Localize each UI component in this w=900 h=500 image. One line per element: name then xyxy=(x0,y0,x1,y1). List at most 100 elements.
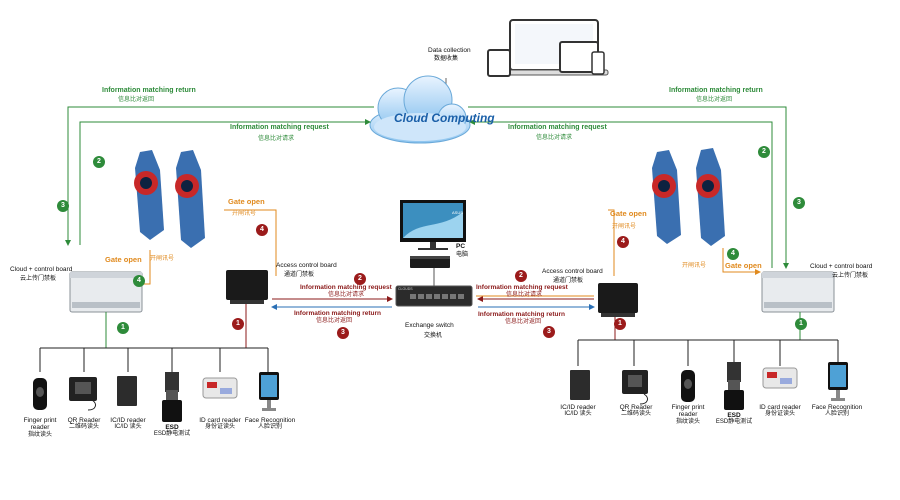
pc-label-cn: 电脑 xyxy=(456,252,469,258)
gate-open-right-top: Gate open xyxy=(610,209,647,218)
data-collection-devices xyxy=(487,19,609,77)
info-request-left-label-cn: 信息比对请求 xyxy=(258,136,295,142)
switch-brand: CLOUDS xyxy=(398,287,413,291)
device-label-left-5: Face Recognition 人脸识别 xyxy=(242,417,298,431)
switch-label-cn: 交换机 xyxy=(424,333,443,339)
step-badge-2-mid-right: 2 xyxy=(515,270,527,282)
access-board-right-label-cn: 通道门禁板 xyxy=(553,278,584,284)
access-board-right-label: Access control board xyxy=(542,268,603,275)
device-label-right-0: IC/ID reader IC/ID 读头 xyxy=(554,404,602,418)
turnstile-left xyxy=(134,150,205,248)
cloud-board-right-label-cn: 云上传门禁板 xyxy=(832,273,869,279)
step-badge-4-gold-left: 4 xyxy=(256,224,268,236)
gate-open-right-bottom: Gate open xyxy=(725,261,762,270)
id-card-reader-icon-right xyxy=(762,367,798,389)
info-request-right-label-cn: 信息比对请求 xyxy=(536,135,573,141)
cloud-board-left-label: Cloud + control board xyxy=(10,266,73,273)
fingerprint-reader-icon-right xyxy=(681,370,695,402)
face-recognition-icon-right xyxy=(828,362,848,401)
device-label-right-2: Finger print reader 指纹读头 xyxy=(662,404,714,426)
gate-open-left-top: Gate open xyxy=(228,197,265,206)
device-name-cn: 人脸识别 xyxy=(257,424,282,431)
device-name-cn: 二维码读头 xyxy=(68,424,99,431)
device-name: ESD xyxy=(727,412,741,419)
step-badge-3-left: 3 xyxy=(57,200,69,212)
monitor-brand: ASUS xyxy=(452,210,463,215)
cloud-board-left-label-cn: 云上传门禁板 xyxy=(20,276,57,282)
cloud-computing-text: Cloud Computing xyxy=(394,111,495,125)
device-name: Face Recognition xyxy=(244,417,296,424)
esd-tester-icon-left xyxy=(162,372,182,422)
device-label-left-0: Finger print reader 指纹读头 xyxy=(14,417,66,439)
device-bus-right xyxy=(577,339,839,366)
step-badge-1-left: 1 xyxy=(117,322,129,334)
device-name: ESD xyxy=(165,424,179,431)
step-badge-4-right: 4 xyxy=(727,248,739,260)
device-name: Face Recognition xyxy=(811,404,863,411)
device-name: IC/ID reader xyxy=(560,404,596,411)
gate-open-left-top-cn: 开闸讯号 xyxy=(232,211,257,217)
device-name-cn: IC/ID 读头 xyxy=(564,411,592,418)
gate-open-right-top-cn: 开闸讯号 xyxy=(612,224,637,230)
pc-box xyxy=(410,256,450,268)
step-badge-1-mid-right: 1 xyxy=(614,318,626,330)
device-label-left-1: QR Reader 二维码读头 xyxy=(60,417,108,431)
info-return-left-label: Information matching return xyxy=(102,87,196,94)
data-collection-label: Data collection xyxy=(428,47,471,54)
device-name: ID card reader xyxy=(199,417,241,424)
device-name: QR Reader xyxy=(67,417,101,424)
access-control-board-right xyxy=(598,283,638,317)
gate-open-left-bottom-cn: 开闸讯号 xyxy=(150,256,175,262)
access-board-left-label: Access control board xyxy=(276,262,337,269)
device-label-left-2: IC/ID reader IC/ID 读头 xyxy=(104,417,152,431)
access-board-left-label-cn: 通道门禁板 xyxy=(284,272,315,278)
switch-label: Exchange switch xyxy=(405,322,454,329)
mid-request-right: Information matching request xyxy=(476,284,568,291)
step-badge-1-right: 1 xyxy=(795,318,807,330)
step-badge-2-left: 2 xyxy=(93,156,105,168)
step-badge-4-left: 4 xyxy=(133,275,145,287)
device-link-lines xyxy=(105,304,801,348)
step-badge-3-right: 3 xyxy=(793,197,805,209)
device-name-cn: 身份证读头 xyxy=(204,424,235,431)
info-return-left-label-cn: 信息比对返回 xyxy=(118,97,155,103)
device-bus-left xyxy=(39,347,269,372)
qr-reader-icon-right xyxy=(622,370,648,405)
mid-request-left: Information matching request xyxy=(300,284,392,291)
ic-id-reader-icon-left xyxy=(117,376,137,406)
device-name-cn: 人脸识别 xyxy=(824,411,849,418)
gate-open-left-bottom: Gate open xyxy=(105,255,142,264)
device-name-cn: 身份证读头 xyxy=(764,411,795,418)
green-return-lines xyxy=(65,106,789,269)
mid-return-right: Information matching return xyxy=(478,311,566,318)
device-label-right-3: ESD ESD静电测试 xyxy=(708,412,760,426)
info-return-right-label: Information matching return xyxy=(669,87,763,94)
device-name: IC/ID reader xyxy=(110,417,146,424)
pc-monitor xyxy=(400,200,466,250)
access-control-board-left xyxy=(226,270,268,304)
cloud-control-board-right xyxy=(761,271,835,313)
device-name: Finger print reader xyxy=(671,404,705,419)
ic-id-reader-icon-right xyxy=(570,370,590,400)
device-label-right-1: QR Reader 二维码读头 xyxy=(612,404,660,418)
id-card-reader-icon-left xyxy=(202,377,238,399)
step-badge-3-mid-right: 3 xyxy=(543,326,555,338)
switch-link-lines xyxy=(271,295,595,310)
step-badge-1-mid-left: 1 xyxy=(232,318,244,330)
step-badge-2-right: 2 xyxy=(758,146,770,158)
mid-return-left-cn: 信息比对返回 xyxy=(316,318,353,324)
pc-label: PC xyxy=(456,243,466,250)
device-label-right-4: ID card reader 身份证读头 xyxy=(756,404,804,418)
mid-request-left-cn: 信息比对请求 xyxy=(328,292,365,298)
cloud-board-right-label: Cloud + control board xyxy=(810,263,873,270)
mid-request-right-cn: 信息比对请求 xyxy=(506,292,543,298)
device-name-cn: 指纹读头 xyxy=(27,431,52,438)
info-return-right-label-cn: 信息比对返回 xyxy=(696,97,733,103)
device-name-cn: ESD静电测试 xyxy=(153,431,191,438)
gate-open-right-bottom-cn: 开闸讯号 xyxy=(682,263,707,269)
turnstile-right xyxy=(652,148,725,246)
device-name-cn: 二维码读头 xyxy=(620,411,651,418)
device-label-right-5: Face Recognition 人脸识别 xyxy=(808,404,866,418)
